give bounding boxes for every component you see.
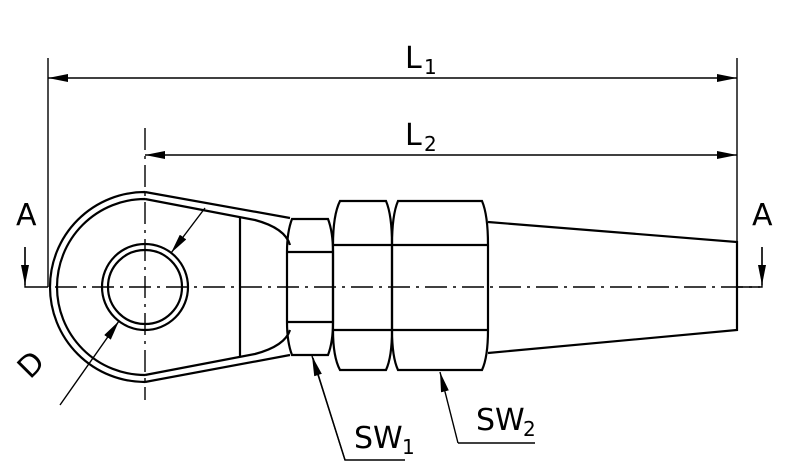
tapered-sleeve	[487, 220, 739, 355]
dimension-l2: L 2	[145, 118, 737, 159]
sw2-subscript: 2	[523, 417, 536, 441]
sw1-label: SW	[354, 421, 403, 456]
sw2-label: SW	[476, 403, 525, 438]
eye-hole-outer	[100, 242, 190, 332]
dimension-l1: L 1	[48, 41, 737, 82]
l2-label: L	[405, 118, 422, 153]
sw1-subscript: 1	[402, 435, 415, 459]
nut-sw2	[390, 199, 490, 372]
section-label-left: A	[16, 198, 37, 233]
eye-end	[48, 190, 292, 384]
diameter-label: D	[11, 345, 52, 386]
sw1-callout: SW 1	[311, 355, 415, 461]
section-label-right: A	[752, 198, 773, 233]
l1-subscript: 1	[424, 55, 437, 79]
nut-middle	[331, 199, 394, 372]
section-marker-right: A	[737, 198, 773, 288]
sw2-callout: SW 2	[439, 371, 536, 444]
l1-label: L	[405, 41, 422, 76]
section-marker-left: A	[16, 198, 48, 288]
eye-hole-inner	[106, 248, 184, 326]
l2-subscript: 2	[424, 132, 437, 156]
